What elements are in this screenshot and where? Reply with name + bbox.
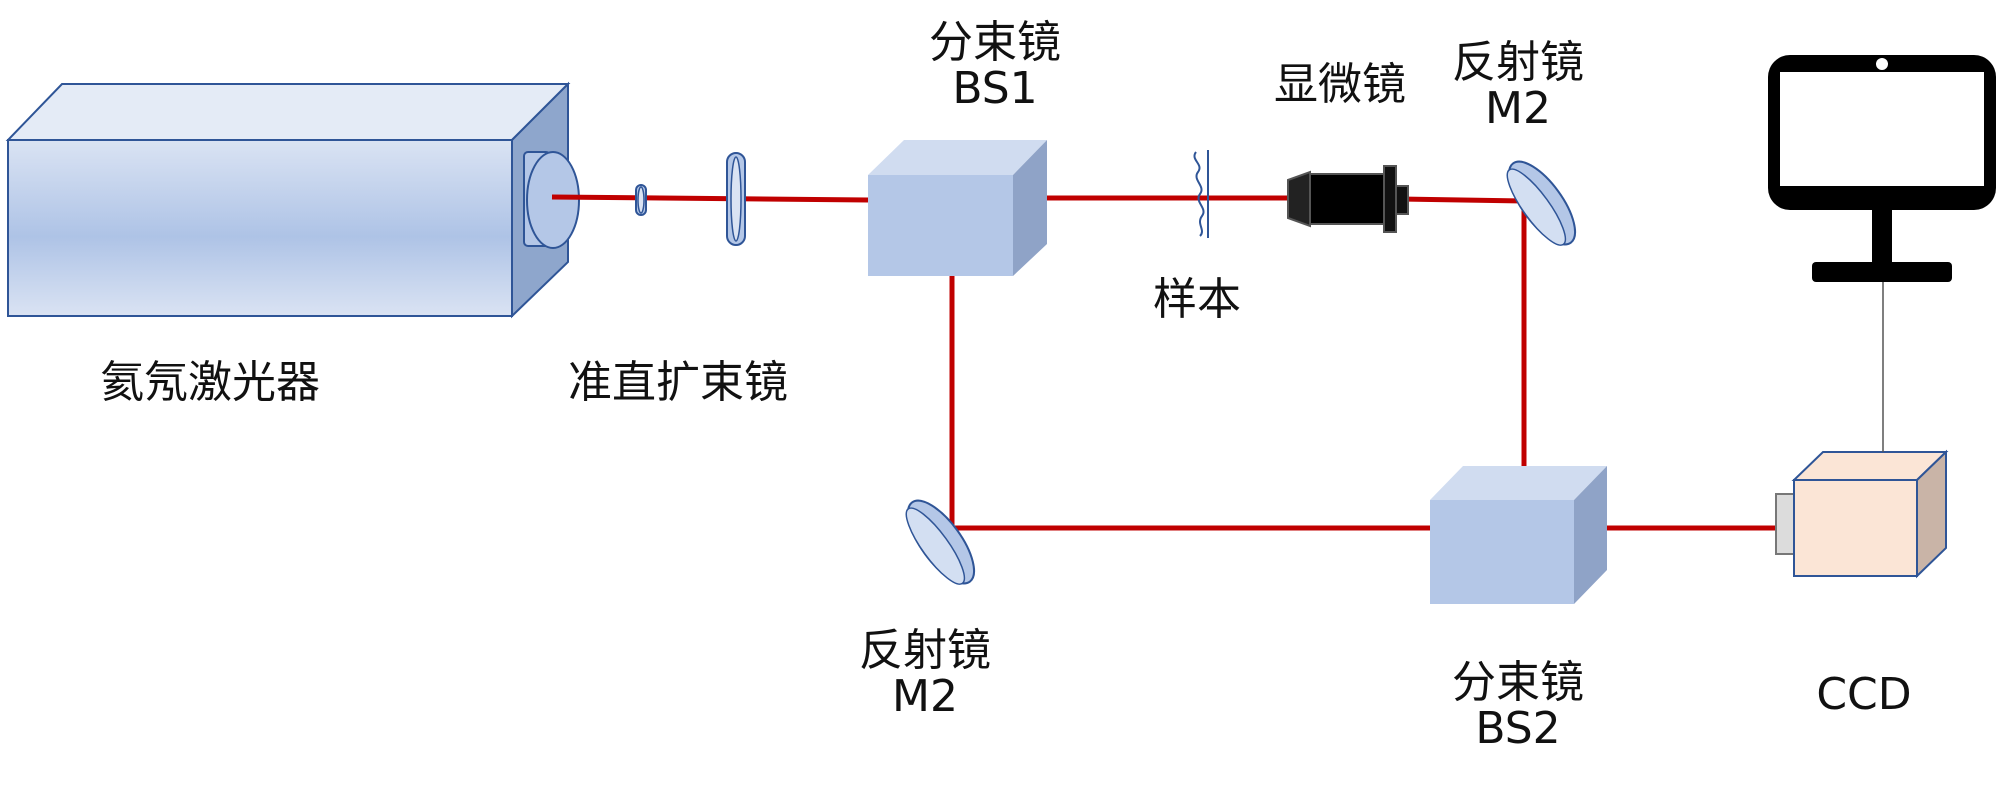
laser-box-icon [5,81,580,319]
bs2-name: 分束镜 [1452,657,1584,708]
bs1-label: 分束镜 BS1 [929,20,1061,112]
objective-icon [1287,165,1409,233]
sample-name: 样本 [1153,274,1241,325]
camera-icon [1775,449,1949,579]
laser-name: 氦氖激光器 [100,357,320,408]
monitor-icon [1768,55,1996,452]
beam-objective-to-mirror [1399,196,1525,204]
mirror-bottom-label: 反射镜 M2 [859,628,991,720]
bs2-id: BS2 [1475,703,1561,754]
bs1-id: BS1 [952,63,1038,114]
laser-label: 氦氖激光器 [100,360,320,406]
expander-label: 准直扩束镜 [568,360,788,406]
ccd-name: CCD [1816,669,1912,720]
lens-icon [726,152,746,246]
microscope-label: 显微镜 [1274,62,1406,108]
mirror-bottom-name: 反射镜 [859,625,991,676]
mirror-top-name: 反射镜 [1452,37,1584,88]
mirror-disc-icon [905,499,976,585]
laser-beam [551,194,1778,531]
mirror-bottom-id: M2 [892,671,958,722]
beam-laser-to-bs1 [551,194,869,203]
lens-icon [635,184,647,216]
ccd-label: CCD [1816,672,1911,718]
bs1-name: 分束镜 [929,17,1061,68]
expander-name: 准直扩束镜 [568,357,788,408]
bs2-label: 分束镜 BS2 [1452,660,1584,752]
beam-splitter-bs1-icon [868,140,1047,276]
sample-wave-icon [1193,150,1209,238]
sample-label: 样本 [1153,277,1241,323]
beam-splitter-bs2-icon [1430,466,1607,604]
mirror-top-id: M2 [1485,83,1551,134]
mirror-disc-icon [1506,160,1577,246]
microscope-name: 显微镜 [1274,59,1406,110]
mirror-top-label: 反射镜 M2 [1452,40,1584,132]
